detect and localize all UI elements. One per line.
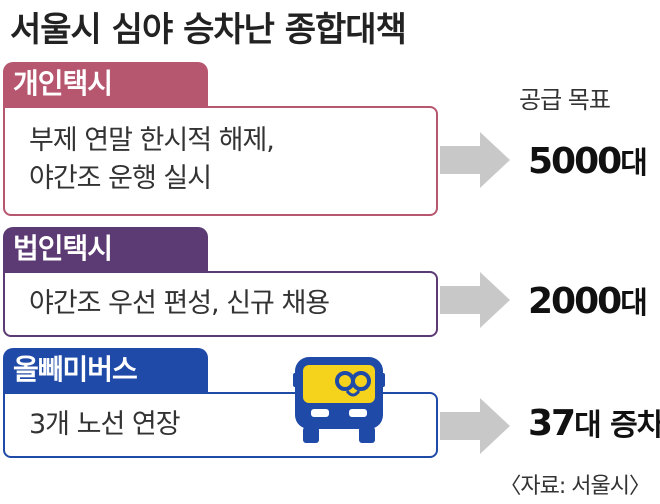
arrow-right-icon	[440, 398, 510, 454]
goal-value-number: 2000	[528, 281, 622, 322]
arrow-right-icon	[440, 132, 510, 188]
card-line: 야간조 운행 실시	[29, 163, 212, 194]
goal-value-number: 5000	[528, 141, 622, 182]
goal-value-owl-bus: 37대 증차	[528, 400, 660, 444]
card-line: 야간조 우선 편성, 신규 채용	[29, 288, 330, 319]
card-line: 3개 노선 연장	[29, 409, 181, 440]
goal-value-unit: 대	[620, 146, 648, 181]
owl-bus-icon	[293, 357, 385, 443]
goal-value-number: 37	[528, 403, 576, 444]
goal-header: 공급 목표	[519, 86, 611, 114]
goal-value-unit: 대	[620, 286, 648, 321]
section-card-individual-taxi: 부제 연말 한시적 해제, 야간조 운행 실시	[3, 106, 438, 216]
goal-value-unit: 대 증차	[574, 408, 660, 443]
goal-value-corporate-taxi: 2000대	[528, 278, 648, 322]
arrow-right-icon	[440, 272, 510, 328]
source-caption: 〈자료: 서울시〉	[499, 474, 651, 499]
section-tag-owl-bus: 올빼미버스	[3, 348, 208, 392]
section-tag-individual-taxi: 개인택시	[3, 62, 208, 106]
card-line: 부제 연말 한시적 해제,	[29, 125, 275, 156]
section-tag-corporate-taxi: 법인택시	[3, 227, 208, 271]
page-title: 서울시 심야 승차난 종합대책	[10, 10, 407, 50]
section-card-corporate-taxi: 야간조 우선 편성, 신규 채용	[3, 271, 438, 337]
goal-value-individual-taxi: 5000대	[528, 138, 648, 182]
